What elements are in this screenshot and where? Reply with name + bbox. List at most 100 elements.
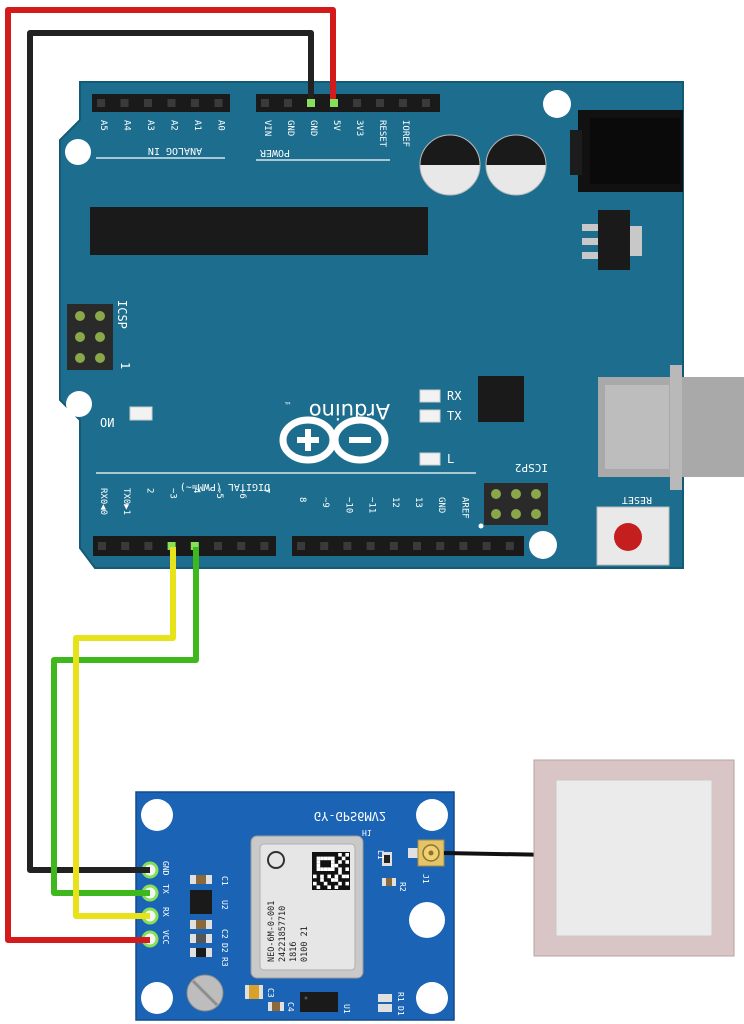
- power-pin[interactable]: [399, 99, 407, 107]
- digital-pin[interactable]: [237, 542, 246, 550]
- analog-pin[interactable]: [214, 99, 223, 107]
- power-header-pins: [261, 99, 430, 107]
- digital-pin[interactable]: [214, 542, 222, 550]
- ref-c1: C1: [220, 876, 229, 886]
- module-line-2: 24221857710: [278, 906, 288, 962]
- mounting-hole: [65, 139, 91, 165]
- digital-header-left: [93, 536, 276, 556]
- gps-module: GY-GPS6MV2 H1 NEO-6M-0-001 24221857710 1…: [135, 791, 455, 1021]
- pin-label: A2: [169, 120, 179, 131]
- module-line-4: 0100 21: [300, 926, 310, 962]
- mounting-hole: [543, 90, 571, 118]
- ref-r1: R1: [396, 992, 405, 1002]
- module-line-1: NEO-6M-0-001: [267, 901, 277, 962]
- module-line-3: 1816: [289, 942, 299, 962]
- gps-patch-antenna: [443, 759, 735, 957]
- icsp-pin[interactable]: [75, 353, 85, 363]
- icsp2-label: ICSP2: [515, 461, 548, 474]
- digital-pin[interactable]: [389, 542, 398, 550]
- power-pin[interactable]: [261, 99, 269, 107]
- icsp2-pin[interactable]: [491, 509, 501, 519]
- digital-pin[interactable]: [366, 542, 375, 550]
- wire-vcc-5v: [5, 7, 336, 943]
- digital-pin[interactable]: [121, 542, 130, 550]
- digital-pin[interactable]: [297, 542, 305, 550]
- gps-ref-labels: C1 U2 C2 D2 R3 L1 R2 J1 C3 C4 U1 R1 D1: [220, 850, 430, 1016]
- mounting-hole: [141, 799, 173, 831]
- digital-pin[interactable]: [459, 542, 468, 550]
- capacitor-2: [485, 134, 547, 196]
- mounting-hole: [141, 982, 173, 1014]
- icsp2-pin[interactable]: [531, 489, 541, 499]
- trademark-mark: ™: [284, 401, 292, 410]
- digital-pin[interactable]: [505, 542, 514, 550]
- digital-pin[interactable]: [144, 542, 153, 550]
- icsp-pin[interactable]: [95, 353, 105, 363]
- analog-pin[interactable]: [144, 99, 152, 107]
- icsp-pin[interactable]: [75, 332, 85, 342]
- power-pin[interactable]: [307, 99, 315, 107]
- power-header: [256, 94, 440, 112]
- pin-label: 13: [413, 497, 423, 508]
- pin-label: 8: [297, 497, 307, 502]
- icsp2-pin[interactable]: [511, 489, 521, 499]
- digital-pin[interactable]: [436, 542, 445, 550]
- pin-label: RX0◀0: [98, 488, 108, 515]
- digital-pin[interactable]: [167, 542, 176, 550]
- icsp-label: ICSP: [115, 300, 129, 329]
- digital-pin[interactable]: [343, 542, 352, 550]
- icsp-pin[interactable]: [95, 311, 105, 321]
- power-label: POWER: [259, 147, 290, 158]
- pin-label: ~9: [320, 497, 330, 508]
- atmega-chip: [90, 207, 428, 255]
- pin-label: A0: [216, 120, 226, 131]
- analog-pin[interactable]: [191, 99, 199, 107]
- voltage-regulator: [582, 210, 642, 270]
- icsp2-pin[interactable]: [531, 509, 541, 519]
- power-pin[interactable]: [376, 99, 384, 107]
- pin-label: ~10: [343, 497, 353, 513]
- gps-components: [186, 839, 445, 1012]
- icsp-header: [67, 304, 113, 370]
- pin-label: ~6: [237, 488, 247, 499]
- on-led: [129, 406, 153, 421]
- ref-u1: U1: [342, 1004, 351, 1014]
- reset-label: RESET: [622, 494, 652, 505]
- icsp-pin[interactable]: [75, 311, 85, 321]
- reset-button[interactable]: [596, 506, 670, 566]
- mounting-hole: [416, 799, 448, 831]
- rx-led: [419, 389, 441, 403]
- digital-pin[interactable]: [98, 542, 106, 550]
- power-pin[interactable]: [422, 99, 430, 107]
- tx-led: [419, 409, 441, 423]
- pin-label: A3: [145, 120, 155, 131]
- ref-u2: U2: [220, 900, 229, 910]
- analog-header: [92, 94, 230, 112]
- gps-pin-label: GND: [161, 861, 170, 876]
- power-pin[interactable]: [330, 99, 338, 107]
- capacitor-1: [419, 134, 481, 196]
- power-pin[interactable]: [284, 99, 292, 107]
- icsp2-pin[interactable]: [511, 509, 521, 519]
- gps-pin-label: VCC: [161, 930, 170, 945]
- pin-label: TX0▶1: [121, 488, 131, 515]
- analog-pin[interactable]: [97, 99, 105, 107]
- analog-pin[interactable]: [167, 99, 176, 107]
- pin-label: 2: [144, 488, 154, 493]
- icsp-pin[interactable]: [95, 332, 105, 342]
- digital-pin[interactable]: [260, 542, 269, 550]
- icsp2-pin[interactable]: [491, 489, 501, 499]
- digital-pin[interactable]: [320, 542, 329, 550]
- analog-pin[interactable]: [120, 99, 129, 107]
- ref-j1: J1: [421, 874, 430, 884]
- digital-pin[interactable]: [482, 542, 491, 550]
- digital-pin[interactable]: [190, 542, 199, 550]
- digital-pin[interactable]: [413, 542, 421, 550]
- wire-tx-to-pin3: [73, 547, 176, 919]
- pin-label: RESET: [377, 120, 387, 148]
- ref-l1: L1: [376, 850, 385, 860]
- power-pin[interactable]: [353, 99, 361, 107]
